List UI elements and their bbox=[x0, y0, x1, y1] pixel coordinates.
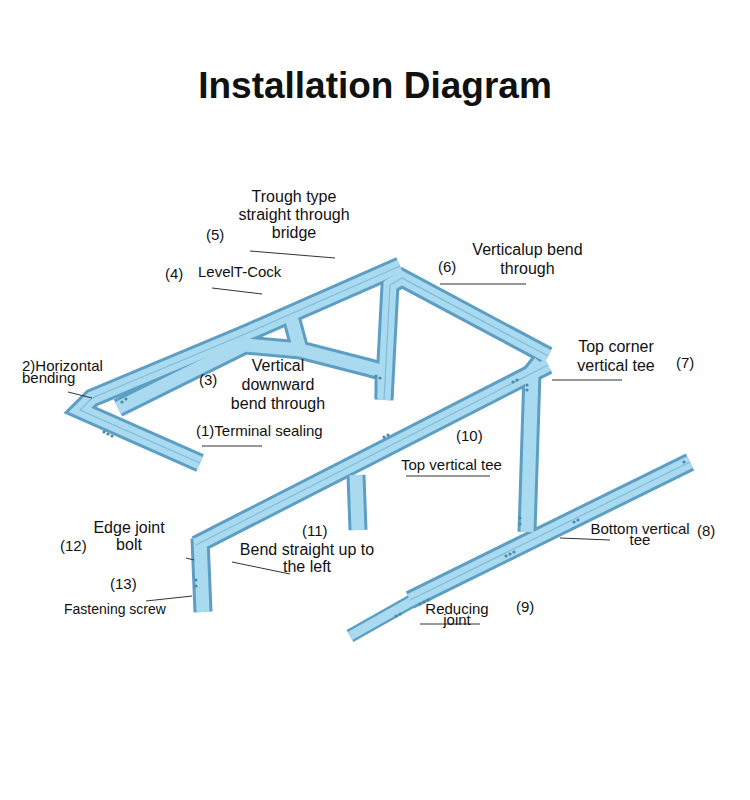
callout-number: (6) bbox=[438, 259, 456, 275]
part-label: Top corner vertical tee bbox=[558, 337, 674, 375]
part-label: Bend straight up to the left bbox=[236, 541, 378, 575]
callout-number: (7) bbox=[676, 355, 694, 371]
callout-number: (4) bbox=[165, 266, 183, 282]
callout-number: (3) bbox=[199, 372, 217, 388]
callout-number: (11) bbox=[302, 523, 328, 539]
part-label: Vertical downward bend through bbox=[222, 356, 334, 413]
part-label: Edge joint bolt bbox=[90, 519, 168, 553]
callout-number: (9) bbox=[516, 599, 534, 615]
part-label: Trough type straight through bridge bbox=[226, 188, 362, 242]
tray-outlines bbox=[80, 266, 690, 636]
part-label: Top vertical tee bbox=[401, 457, 502, 473]
part-label: Bottom vertical tee bbox=[582, 523, 698, 545]
bolt-holes bbox=[102, 374, 685, 617]
leader-lines bbox=[68, 251, 622, 624]
part-label: Reducing joint bbox=[413, 603, 501, 625]
callout-number: (13) bbox=[110, 576, 137, 592]
part-label: LevelT-Cock bbox=[198, 264, 281, 280]
part-label: Fastening screw bbox=[64, 601, 166, 617]
callout-number: (12) bbox=[60, 538, 87, 554]
part-label: (1)Terminal sealing bbox=[196, 423, 323, 439]
callout-number: (10) bbox=[456, 428, 483, 444]
part-label: 2)Horizontal bending bbox=[22, 360, 120, 384]
part-label: Verticalup bend through bbox=[460, 240, 595, 278]
callout-number: (5) bbox=[206, 227, 224, 243]
page-title: Installation Diagram bbox=[0, 64, 750, 108]
callout-number: (8) bbox=[697, 523, 715, 539]
